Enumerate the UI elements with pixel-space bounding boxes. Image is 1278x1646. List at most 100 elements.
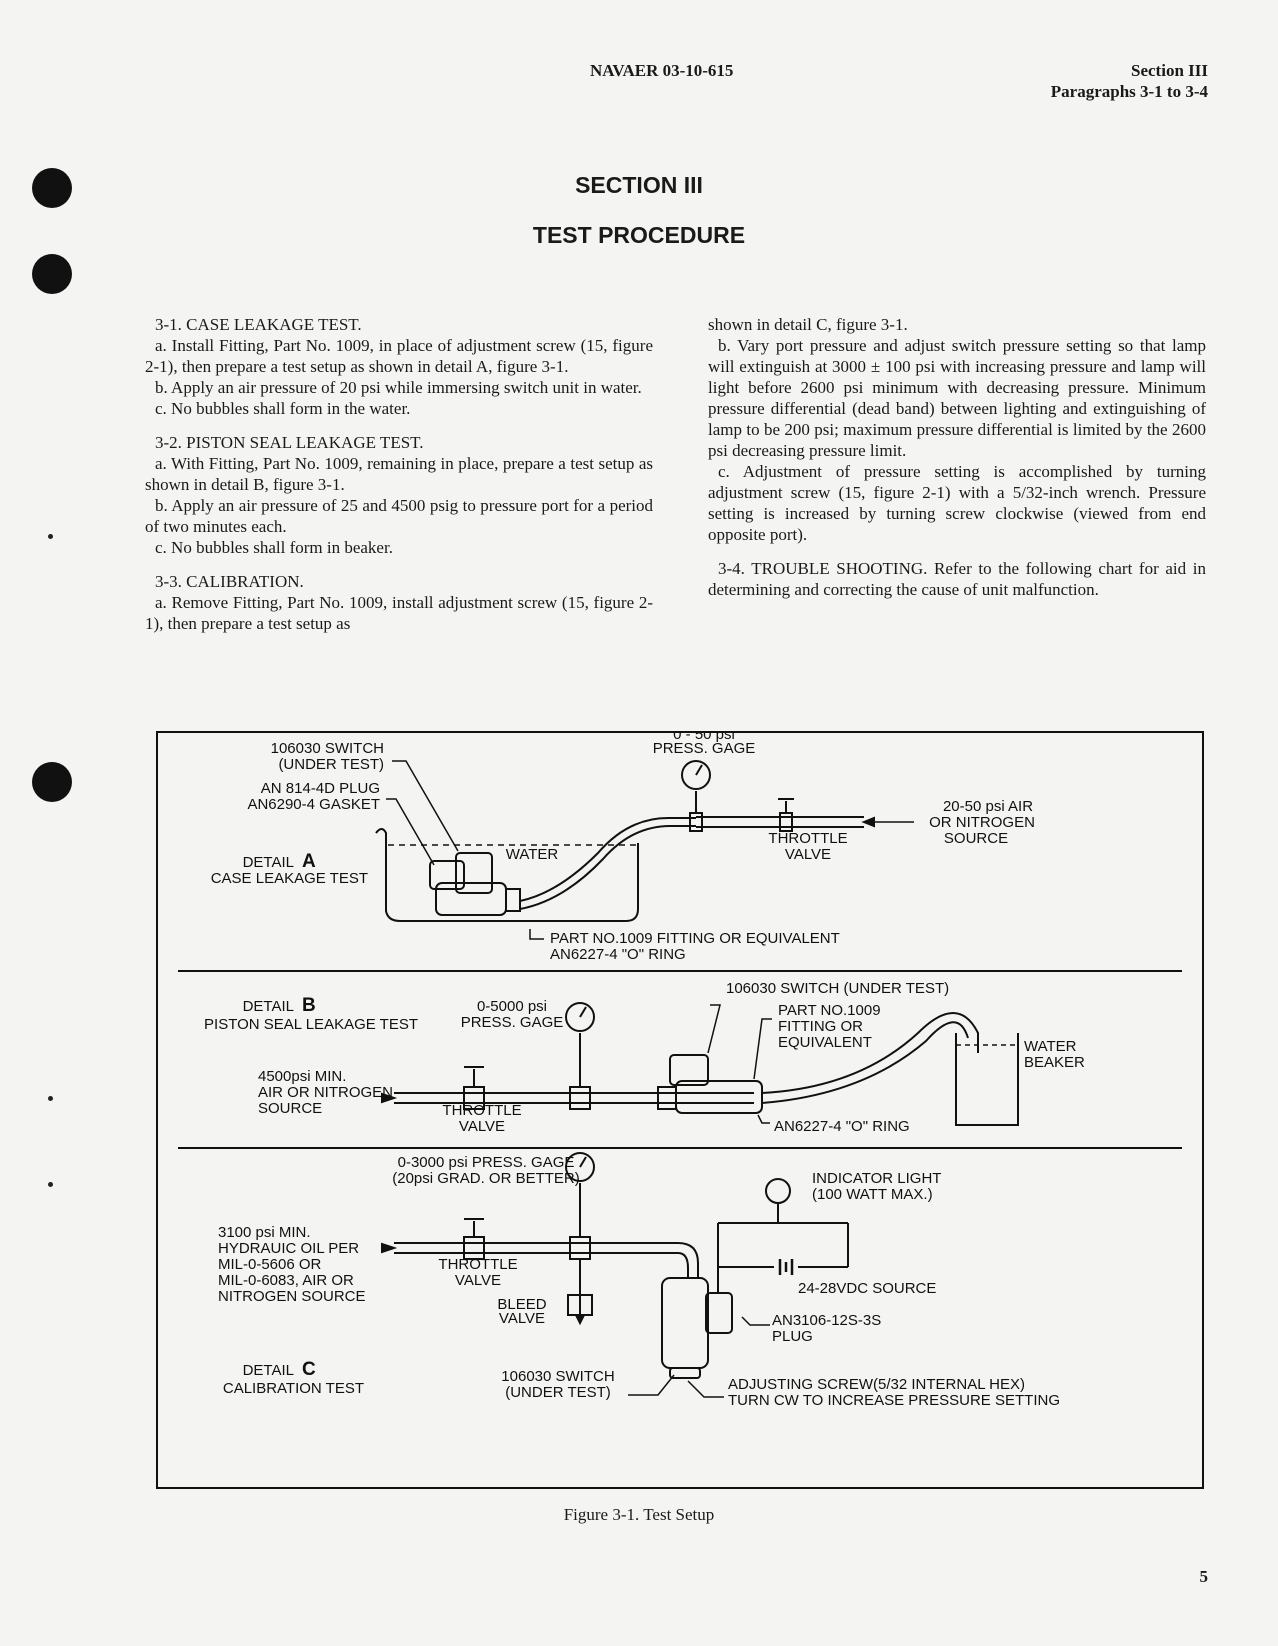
paragraph-text: b. Vary port pressure and adjust switch … xyxy=(708,336,1206,460)
gage-b xyxy=(565,1002,595,1032)
a-fitting-label-1: PART NO.1009 FITTING OR EQUIVALENT xyxy=(550,930,840,947)
c-plug-label-2: PLUG xyxy=(772,1328,813,1345)
c-source-label-4: MIL-0-6083, AIR OR xyxy=(218,1272,354,1289)
paragraph-text: c. Adjustment of pressure setting is acc… xyxy=(708,462,1206,544)
binder-hole xyxy=(32,254,72,294)
c-gage-label-1: 0-3000 psi PRESS. GAGE xyxy=(398,1154,575,1171)
c-source-label-2: HYDRAUIC OIL PER xyxy=(218,1240,359,1257)
page-heading: TEST PROCEDURE xyxy=(532,222,746,248)
paragraph-text: c. No bubbles shall form in beaker. xyxy=(155,538,393,557)
gage-c xyxy=(565,1152,595,1182)
b-oring-label: AN6227-4 "O" RING xyxy=(774,1118,910,1135)
c-throttle-label-1: THROTTLE xyxy=(438,1256,517,1273)
source-arrow xyxy=(381,1242,398,1254)
paragraph-text: a. Install Fitting, Part No. 1009, in pl… xyxy=(145,336,653,376)
indicator-light xyxy=(765,1178,791,1204)
hose xyxy=(519,817,696,902)
b-fitting-label-3: EQUIVALENT xyxy=(778,1034,872,1051)
a-gage-label-1: 0 - 50 psi xyxy=(673,733,735,743)
b-detail-letter: B xyxy=(302,995,316,1016)
paragraph-heading: 3-4. TROUBLE SHOOTING. Refer to the foll… xyxy=(708,559,1206,599)
margin-mark xyxy=(48,1096,53,1101)
a-detail-label-1: DETAIL xyxy=(243,854,294,871)
binder-hole xyxy=(32,168,72,208)
doc-number: NAVAER 03-10-615 xyxy=(590,61,734,80)
c-detail-label-2: CALIBRATION TEST xyxy=(223,1380,364,1397)
paragraph-heading: 3-2. PISTON SEAL LEAKAGE TEST. xyxy=(155,433,424,452)
b-gage-label-2: PRESS. GAGE xyxy=(461,1014,564,1031)
c-detail-letter: C xyxy=(302,1359,316,1380)
test-setup-diagram: 106030 SWITCH (UNDER TEST) AN 814-4D PLU… xyxy=(178,733,1182,1409)
c-plug-label-1: AN3106-12S-3S xyxy=(772,1312,881,1329)
right-column: shown in detail C, figure 3-1. b. Vary po… xyxy=(708,314,1206,600)
b-fitting-label-1: PART NO.1009 xyxy=(778,1002,881,1019)
detail-b-drawing xyxy=(381,1002,1019,1126)
b-beaker-label-2: BEAKER xyxy=(1024,1054,1085,1071)
c-gage-label-2: (20psi GRAD. OR BETTER) xyxy=(392,1170,580,1187)
c-screw-label-1: ADJUSTING SCREW(5/32 INTERNAL HEX) xyxy=(728,1376,1025,1393)
c-light-label-2: (100 WATT MAX.) xyxy=(812,1186,933,1203)
c-bleed-label-1: BLEED xyxy=(497,1296,546,1313)
paragraph-gap xyxy=(145,419,653,432)
water-tank xyxy=(375,828,639,922)
paragraph-heading: 3-1. CASE LEAKAGE TEST. xyxy=(155,315,362,334)
pipe-tee xyxy=(569,1236,591,1260)
a-detail-letter: A xyxy=(302,851,316,872)
section-label: Section III xyxy=(1131,61,1208,80)
a-throttle-label-2: VALVE xyxy=(785,846,831,863)
a-plug-label-1: AN 814-4D PLUG xyxy=(261,780,380,797)
c-switch-label-1: 106030 SWITCH xyxy=(501,1368,614,1385)
paragraph-heading: 3-3. CALIBRATION. xyxy=(155,572,304,591)
a-water-label: WATER xyxy=(506,846,559,863)
section-ref: Section III Paragraphs 3-1 to 3-4 xyxy=(1051,60,1208,102)
a-gage-label-2: PRESS. GAGE xyxy=(653,740,756,757)
b-throttle-label-1: THROTTLE xyxy=(442,1102,521,1119)
paragraph-text: b. Apply an air pressure of 20 psi while… xyxy=(155,378,642,397)
figure-3-1: 106030 SWITCH (UNDER TEST) AN 814-4D PLU… xyxy=(156,731,1204,1489)
binder-hole xyxy=(32,762,72,802)
adjusting-screw xyxy=(669,1367,701,1379)
section-title: SECTION III xyxy=(575,172,703,198)
plug xyxy=(705,1292,733,1334)
b-source-label-1: 4500psi MIN. xyxy=(258,1068,346,1085)
paragraph-text: a. Remove Fitting, Part No. 1009, instal… xyxy=(145,593,653,633)
pipe-tee xyxy=(569,1086,591,1110)
b-source-label-2: AIR OR NITROGEN xyxy=(258,1084,393,1101)
b-fitting-label-2: FITTING OR xyxy=(778,1018,863,1035)
c-source-label-5: NITROGEN SOURCE xyxy=(218,1288,366,1305)
b-beaker-label-1: WATER xyxy=(1024,1038,1077,1055)
source-arrow xyxy=(381,1092,398,1104)
pipe-tee xyxy=(689,812,703,832)
c-bleed-label-2: VALVE xyxy=(499,1310,545,1327)
c-detail-label-1: DETAIL xyxy=(243,1362,294,1379)
paragraph-text: c. No bubbles shall form in the water. xyxy=(155,399,411,418)
b-detail-label-1: DETAIL xyxy=(243,998,294,1015)
a-source-label-1: 20-50 psi AIR xyxy=(943,798,1033,815)
margin-mark xyxy=(48,534,53,539)
paragraph-text: shown in detail C, figure 3-1. xyxy=(708,315,908,334)
water-beaker xyxy=(955,1033,1019,1126)
switch-head xyxy=(429,860,465,890)
detail-a-drawing xyxy=(375,760,914,940)
b-gage-label-1: 0-5000 psi xyxy=(477,998,547,1015)
hydraulic-line xyxy=(677,1242,699,1278)
detail-c-drawing xyxy=(381,1152,849,1398)
left-column: 3-1. CASE LEAKAGE TEST. a. Install Fittin… xyxy=(145,314,653,634)
paragraph-text: b. Apply an air pressure of 25 and 4500 … xyxy=(145,496,653,536)
hose xyxy=(761,1012,979,1094)
a-source-label-2: OR NITROGEN xyxy=(929,814,1035,831)
switch-body xyxy=(661,1277,709,1369)
c-source-label-1: 3100 psi MIN. xyxy=(218,1224,311,1241)
c-throttle-label-2: VALVE xyxy=(455,1272,501,1289)
c-screw-label-2: TURN CW TO INCREASE PRESSURE SETTING xyxy=(728,1392,1060,1409)
paragraph-text: a. With Fitting, Part No. 1009, remainin… xyxy=(145,454,653,494)
b-throttle-label-2: VALVE xyxy=(459,1118,505,1135)
a-plug-label-2: AN6290-4 GASKET xyxy=(247,796,380,813)
a-switch-label-2: (UNDER TEST) xyxy=(278,756,384,773)
c-dc-label: 24-28VDC SOURCE xyxy=(798,1280,936,1297)
margin-mark xyxy=(48,1182,53,1187)
paragraph-gap xyxy=(145,558,653,571)
c-source-label-3: MIL-0-5606 OR xyxy=(218,1256,322,1273)
a-throttle-label-1: THROTTLE xyxy=(768,830,847,847)
switch-head xyxy=(669,1054,709,1086)
